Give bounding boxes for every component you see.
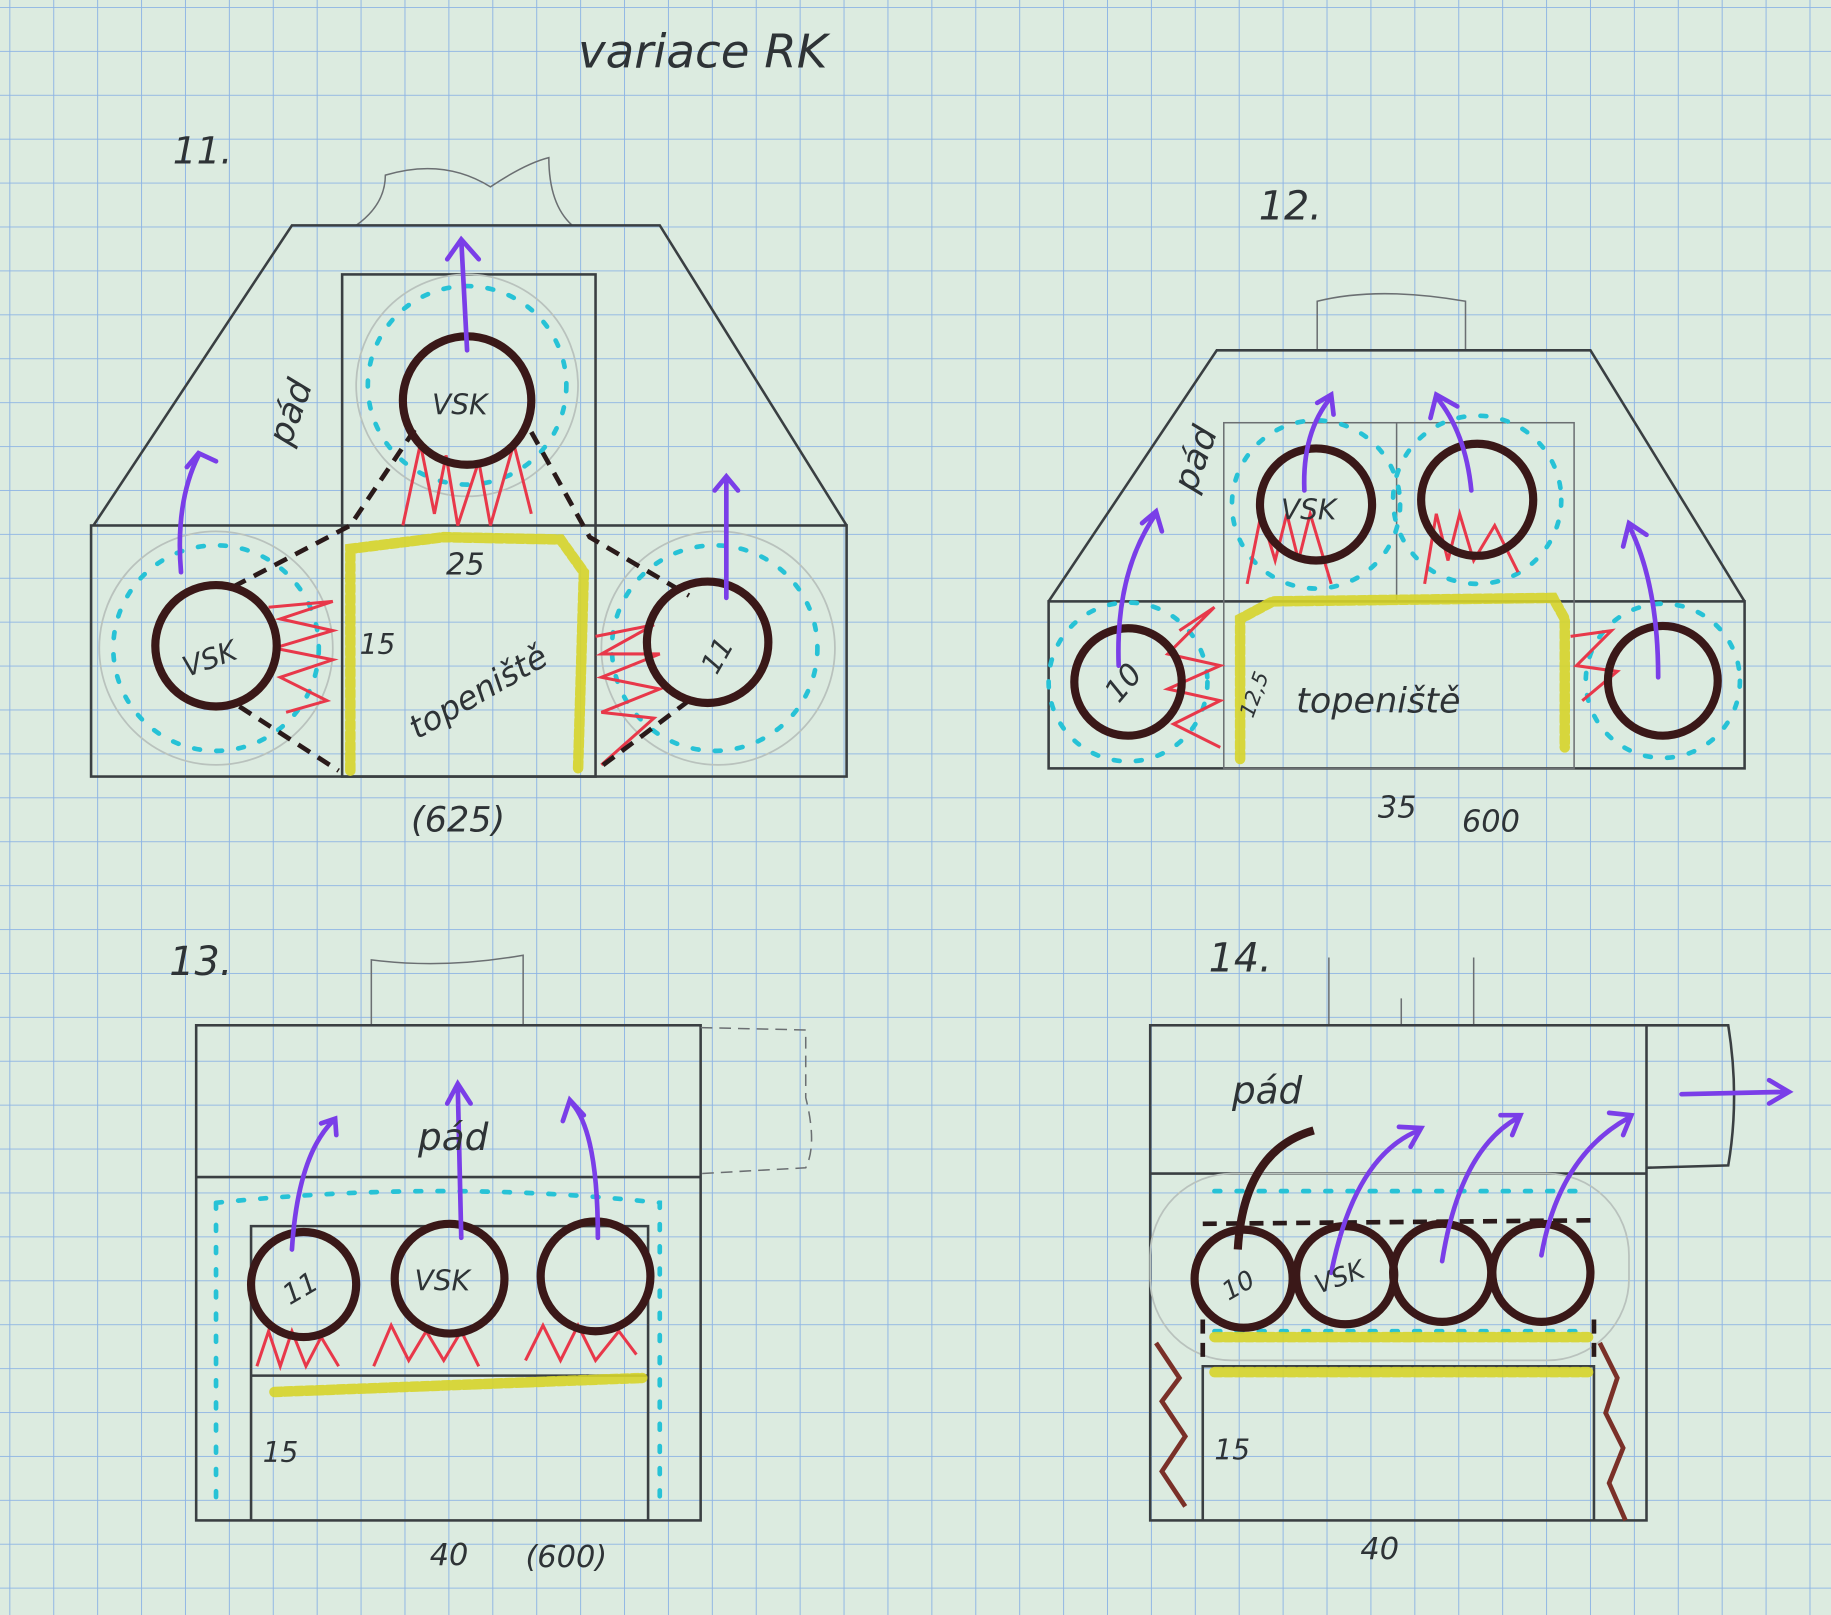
flue-arrow xyxy=(1301,390,1336,493)
outer-body xyxy=(194,1024,702,1522)
chimney xyxy=(1316,292,1467,351)
hood-outline xyxy=(1047,349,1746,603)
pipe xyxy=(246,1227,361,1342)
pipe xyxy=(1070,624,1186,740)
pipe-right xyxy=(642,577,773,708)
inner-chamber xyxy=(1201,1364,1596,1521)
pipe xyxy=(1255,444,1377,565)
diagram-13: 13. 11 VSK pád 15 40 (600) xyxy=(169,939,813,1575)
diagram-number: 14. xyxy=(1209,936,1272,982)
firebox-lining xyxy=(1234,592,1571,765)
firebox-width: 35 xyxy=(1378,790,1417,825)
total-size: 600 xyxy=(1462,804,1520,839)
pipe-label: VSK xyxy=(415,1264,473,1297)
flue-arrow xyxy=(1116,507,1165,668)
fall-label: pád xyxy=(1231,1069,1303,1113)
side-hatching xyxy=(1154,1341,1628,1522)
flue-arrow xyxy=(289,1115,339,1252)
firebox-width: 40 xyxy=(430,1538,469,1573)
hood-outline xyxy=(92,224,848,527)
flue-arrow xyxy=(712,472,741,601)
page-title: variace RK xyxy=(578,26,831,80)
outlet-arrow xyxy=(1679,1077,1794,1106)
diagram-14: 14. 10 VSK pád 15 40 xyxy=(1148,936,1794,1567)
flue-arrow xyxy=(444,235,482,353)
diagram-number: 12. xyxy=(1259,184,1322,230)
firebox-lining xyxy=(1209,1331,1594,1378)
total-size: (600) xyxy=(525,1540,607,1575)
pipe xyxy=(1417,439,1538,560)
firebox-lining xyxy=(345,531,590,776)
flue-arrow xyxy=(177,450,219,575)
firebox-lining xyxy=(269,1372,648,1398)
firebox-depth: 15 xyxy=(360,628,396,661)
side-pipe xyxy=(700,1026,813,1175)
flue-arrow xyxy=(1620,519,1661,680)
inner-chamber xyxy=(1223,421,1575,770)
firebox-depth: 15 xyxy=(263,1436,299,1469)
diagram-12: 12. VSK 10 pád topeniště 12,5 35 600 xyxy=(1046,184,1746,839)
pipe-label: VSK xyxy=(1281,494,1339,527)
diagram-number: 11. xyxy=(173,128,232,172)
pipe xyxy=(1488,1219,1595,1326)
fall-pipe xyxy=(1233,1126,1315,1250)
flue-arrow xyxy=(1328,1124,1426,1276)
firebox-width: 25 xyxy=(446,548,485,583)
side-pipe xyxy=(1646,1024,1736,1170)
flue-arrow xyxy=(1439,1112,1524,1264)
firebox-depth: 15 xyxy=(1214,1434,1250,1467)
pipe xyxy=(1603,621,1722,740)
pipe-left xyxy=(151,580,281,711)
flue-arrow xyxy=(1428,391,1474,493)
firebox-label: topeniště xyxy=(1296,680,1460,721)
firebox-width: 40 xyxy=(1360,1532,1399,1567)
fall-label: pád xyxy=(417,1115,489,1159)
chimney xyxy=(355,156,573,226)
flue-arrow xyxy=(560,1095,601,1241)
pipe-label: VSK xyxy=(432,389,490,422)
total-size: (625) xyxy=(411,799,505,840)
flue-arrow xyxy=(1539,1110,1635,1258)
diagram-number: 13. xyxy=(169,939,232,985)
diagram-11: 11. VSK VSK 11 pád topeniště 25 15 (625) xyxy=(89,128,848,840)
pipe xyxy=(390,1219,509,1338)
flue-arrow xyxy=(444,1079,473,1241)
chimney xyxy=(370,954,524,1026)
